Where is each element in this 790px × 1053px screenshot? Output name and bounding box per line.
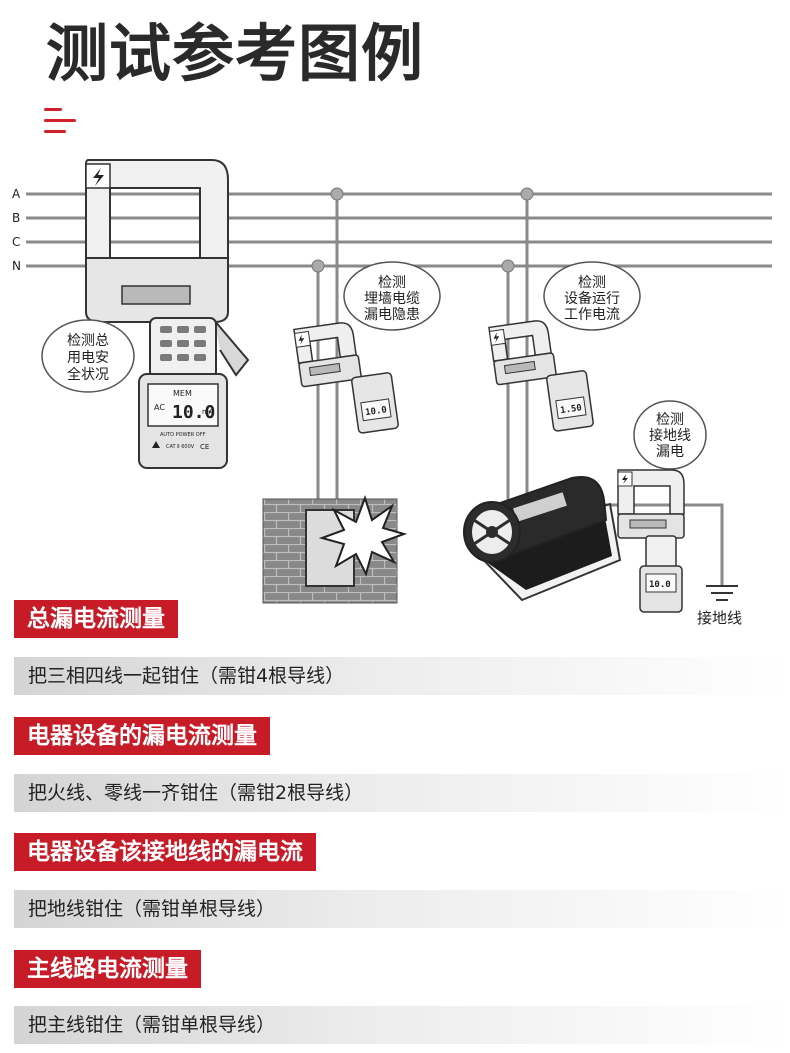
callout-wall-line2: 埋墙电缆 bbox=[364, 291, 420, 307]
clamp-meter-equipment: 1.50 bbox=[488, 320, 594, 432]
clamp-meter-equipment-reading: 1.50 bbox=[560, 403, 583, 416]
meter-unit: mA bbox=[202, 408, 214, 416]
page-title: 测试参考图例 bbox=[46, 17, 425, 90]
section-description: 把三相四线一起钳住（需钳4根导线） bbox=[14, 657, 790, 695]
explosion-icon bbox=[318, 494, 408, 577]
line-label-n: N bbox=[12, 259, 21, 273]
meter-auto-power: AUTO POWER OFF bbox=[160, 432, 206, 438]
section-description: 把主线钳住（需钳单根导线） bbox=[14, 1006, 790, 1044]
meter-cat-rating: CAT Ⅱ 600V bbox=[166, 444, 195, 450]
section-description: 把火线、零线一齐钳住（需钳2根导线） bbox=[14, 774, 790, 812]
line-label-b: B bbox=[12, 211, 20, 225]
clamp-meter-wall-reading: 10.0 bbox=[365, 405, 388, 418]
section-heading: 总漏电流测量 bbox=[14, 600, 178, 638]
callout-equipment-line1: 检测 bbox=[578, 275, 606, 291]
meter-reading: 10.0 bbox=[172, 402, 215, 423]
menu-lines-icon bbox=[44, 108, 78, 134]
section-heading: 电器设备该接地线的漏电流 bbox=[14, 833, 316, 871]
clamp-meter-wall: 10.0 bbox=[293, 322, 399, 434]
section-total-leakage: 总漏电流测量 bbox=[14, 600, 178, 638]
callout-total-line1: 检测总 bbox=[67, 333, 109, 349]
section-main-line-current: 主线路电流测量 bbox=[14, 950, 201, 988]
meter-mem-label: MEM bbox=[173, 389, 192, 398]
callout-wall: 检测 埋墙电缆 漏电隐患 bbox=[343, 261, 441, 331]
line-label-a: A bbox=[12, 187, 21, 201]
meter-ce-mark: CE bbox=[200, 443, 209, 451]
clamp-meter-ground: 10.0 bbox=[617, 469, 685, 613]
callout-ground-line3: 漏电 bbox=[656, 444, 684, 460]
callout-wall-line3: 漏电隐患 bbox=[364, 307, 420, 323]
callout-ground: 检测 接地线 漏电 bbox=[633, 400, 707, 470]
callout-ground-line2: 接地线 bbox=[649, 427, 691, 444]
line-label-c: C bbox=[12, 235, 20, 249]
callout-equipment-line3: 工作电流 bbox=[564, 307, 620, 323]
callout-total-line2: 用电安 bbox=[67, 350, 109, 366]
section-heading: 电器设备的漏电流测量 bbox=[14, 717, 270, 755]
brick-wall bbox=[262, 494, 408, 604]
section-heading: 主线路电流测量 bbox=[14, 950, 201, 988]
ground-label: 接地线 bbox=[697, 609, 742, 627]
callout-equipment: 检测 设备运行 工作电流 bbox=[543, 261, 641, 331]
callout-total-line3: 全状况 bbox=[67, 366, 109, 383]
power-lines bbox=[26, 192, 772, 268]
callout-equipment-line2: 设备运行 bbox=[564, 290, 620, 307]
clamp-meter-ground-reading: 10.0 bbox=[649, 580, 671, 590]
callout-ground-line1: 检测 bbox=[656, 412, 684, 428]
section-ground-wire-leakage: 电器设备该接地线的漏电流 bbox=[14, 833, 316, 871]
lightning-icon bbox=[93, 168, 104, 186]
section-description: 把地线钳住（需钳单根导线） bbox=[14, 890, 790, 928]
callout-wall-line1: 检测 bbox=[378, 275, 406, 291]
meter-ac-label: AC bbox=[154, 403, 165, 412]
callout-total: 检测总 用电安 全状况 bbox=[41, 319, 135, 393]
section-equipment-leakage: 电器设备的漏电流测量 bbox=[14, 717, 270, 755]
ground-symbol-icon bbox=[706, 585, 738, 601]
main-clamp-meter: MEM AC 10.0 mA AUTO POWER OFF CAT Ⅱ 600V… bbox=[85, 159, 250, 469]
electric-motor bbox=[463, 476, 622, 602]
leakage-test-diagram: A B C N 接地线 bbox=[12, 159, 772, 627]
